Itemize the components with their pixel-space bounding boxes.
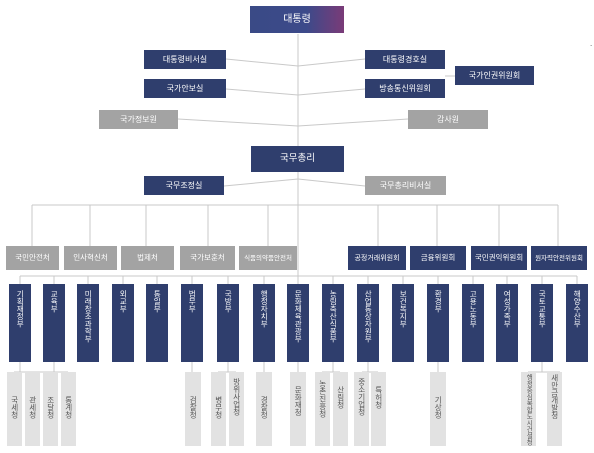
- agency-defense-0: 병무청: [211, 372, 226, 446]
- ministry-15: 국토교통부: [531, 284, 553, 362]
- agency-agri-1: 산림청: [333, 372, 348, 446]
- commission-3: 원자력안전위원회: [531, 246, 587, 270]
- agency-transport-1: 새만금개발청: [547, 372, 562, 446]
- human-rights-commission-box: 국가인권위원회: [455, 66, 534, 85]
- ministry-14: 여성가족부: [496, 284, 518, 362]
- ministry-3: 외교부: [112, 284, 134, 362]
- ministry-13: 고용노동부: [462, 284, 484, 362]
- agency-industry-0: 중소기업청: [354, 372, 369, 446]
- ministry-5: 법무부: [181, 284, 203, 362]
- ministry-11: 보건복지부: [392, 284, 414, 362]
- commission-2: 국민권익위원회: [471, 246, 527, 270]
- prime-minister-box: 국무총리: [251, 146, 344, 172]
- gray-office-3: 국가보훈처: [180, 246, 235, 270]
- broadcasting-commission-box: 방송통신위원회: [365, 79, 445, 98]
- agency-defense-1: 방위사업청: [229, 372, 244, 446]
- agency-tax-0: 국세청: [7, 372, 22, 446]
- ministry-1: 교육부: [43, 284, 65, 362]
- presidential-secretariat-box: 대통령비서실: [144, 50, 226, 69]
- agency-justice-0: 검찰청: [185, 372, 201, 446]
- agency-tax-2: 조달청: [43, 372, 58, 446]
- president-box: 대통령: [250, 6, 344, 33]
- agency-tax-1: 관세청: [25, 372, 40, 446]
- ministry-7: 행정자치부: [253, 284, 275, 362]
- audit-board-box: 감사원: [408, 110, 488, 129]
- ministry-8: 문화체육관광부: [287, 284, 309, 362]
- commission-1: 금융위원회: [410, 246, 466, 270]
- agency-tax-3: 통계청: [61, 372, 76, 446]
- ministry-0: 기획재정부: [9, 284, 31, 362]
- gray-office-1: 인사혁신처: [64, 246, 117, 270]
- agency-interior-0: 경찰청: [256, 372, 272, 446]
- office-government-policy-box: 국무조정실: [144, 176, 224, 195]
- ministry-4: 통일부: [146, 284, 168, 362]
- ministry-9: 농림축산식품부: [322, 284, 344, 362]
- ministry-16: 해양수산부: [566, 284, 588, 362]
- gray-office-4: 식품의약품안전처: [239, 246, 297, 270]
- presidential-security-box: 대통령경호실: [365, 50, 445, 69]
- edge-mark: .: [590, 40, 593, 48]
- ministry-12: 환경부: [427, 284, 449, 362]
- commission-0: 공정거래위원회: [348, 246, 406, 270]
- nis-box: 국가정보원: [99, 110, 178, 129]
- gray-office-0: 국민안전처: [6, 246, 59, 270]
- gray-office-2: 법제처: [121, 246, 174, 270]
- ministry-10: 산업통상자원부: [357, 284, 379, 362]
- ministry-6: 국방부: [217, 284, 239, 362]
- pm-secretariat-box: 국무총리비서실: [365, 176, 446, 195]
- national-security-office-box: 국가안보실: [144, 79, 226, 98]
- agency-transport-0: 행정중심복합도시건설청: [521, 372, 536, 446]
- agency-culture-0: 문화재청: [290, 372, 306, 446]
- agency-agri-0: 농촌진흥청: [315, 372, 330, 446]
- agency-industry-1: 특허청: [371, 372, 386, 446]
- agency-env-0: 기상청: [430, 372, 446, 446]
- ministry-2: 미래창조과학부: [77, 284, 99, 362]
